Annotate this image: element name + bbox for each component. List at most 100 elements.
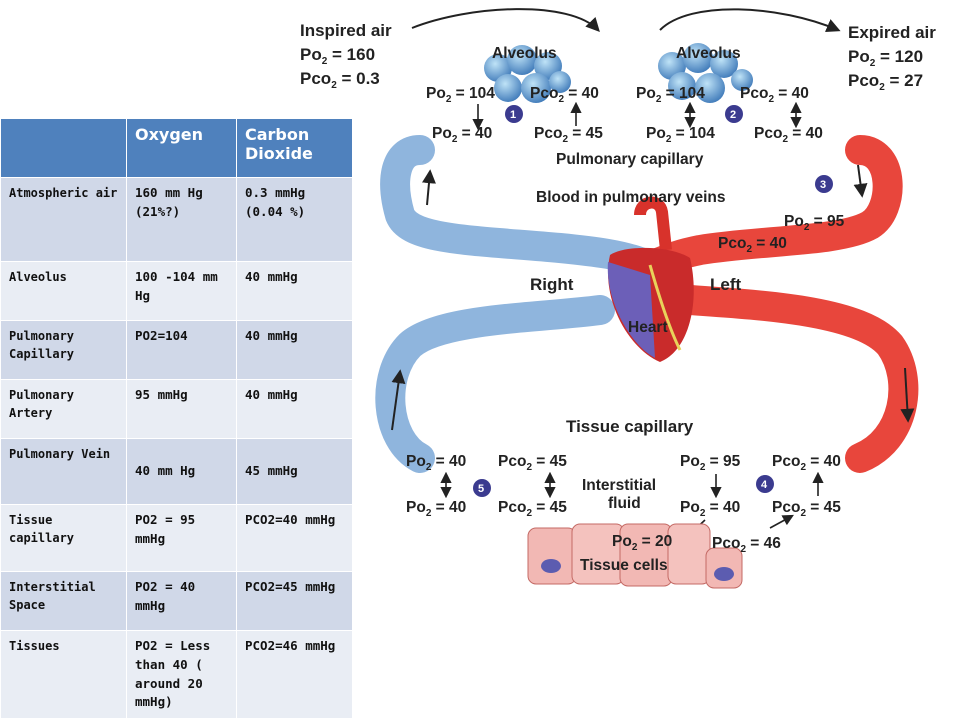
interstitial-right-pco2: Pco2 = 45 [772,499,841,519]
row-name: Pulmonary Capillary [0,320,127,380]
pulm-cap-in-pco2: Pco2 = 45 [534,125,603,145]
expired-air-block: Expired air Po2 = 120 Pco2 = 27 [848,23,936,93]
interstitial-values: Po2 = 40 Pco2 = 45 Po2 = 40 Pco2 = 45 [406,499,841,536]
alveolus-right-pco2: Pco2 = 40 [740,85,809,105]
header-carbon-dioxide: Carbon Dioxide [236,118,353,178]
oxygen-value: PO2 = 40 mmHg [126,571,237,631]
oxygen-value: 95 mmHg [126,379,237,439]
row-name: Alveolus [0,261,127,321]
table-row: Tissues PO2 = Less than 40 ( around 20 m… [0,630,353,719]
inspired-air-arrow [411,8,600,33]
flow-arrow-up-left-bottom [391,369,406,431]
inspired-pco2: Pco2 = 0.3 [300,69,380,91]
table-row: Pulmonary Vein 40 mm Hg 45 mmHg [0,438,353,505]
header-oxygen: Oxygen [126,118,237,178]
step-1: 1 [510,109,516,121]
flow-arrow-down-right-top [853,164,868,198]
co2-value: 40 mmHg [236,261,353,321]
interstitial-label-line1: Interstitial [582,477,656,494]
row-name: Pulmonary Artery [0,379,127,439]
interstitial-label-line2: fluid [608,495,641,512]
partial-pressure-table: Oxygen Carbon Dioxide Atmospheric air 16… [0,118,353,719]
right-ventricle-shape [607,262,655,358]
co2-value: 45 mmHg [236,438,353,505]
alveolus-left-label: Alveolus [492,45,557,62]
tissue-cap-left-po2: Po2 = 40 [406,453,466,473]
blood-vessels [375,135,919,473]
expired-air-arrow [659,8,841,33]
co2-value: 0.3 mmHg (0.04 %) [236,177,353,262]
step-badges: 1 2 3 4 5 [473,105,833,497]
interstitial-right-po2: Po2 = 40 [680,499,740,519]
row-name: Tissue capillary [0,504,127,572]
value: 0.3 [356,69,380,88]
co2-value: PCO2=45 mmHg [236,571,353,631]
tissue-cap-right-po2: Po2 = 95 [680,453,741,473]
value: 160 [347,45,375,64]
pulmonary-vein-values: Po2 = 95 Pco2 = 40 [718,213,845,255]
value: 27 [904,71,923,90]
row-name: Interstitial Space [0,571,127,631]
co2-value: PCO2=40 mmHg [236,504,353,572]
row-name: Tissues [0,630,127,719]
right-label: Right [530,275,574,294]
vein-pco2: Pco2 = 40 [718,235,787,255]
pulmonary-capillary-values: Po2 = 40 Pco2 = 45 Po2 = 104 Pco2 = 40 P… [432,125,823,168]
alveolus-right: Alveolus [658,43,753,103]
systemic-vessel-right [675,285,919,473]
inspired-air-block: Inspired air Po2 = 160 Pco2 = 0.3 [300,21,392,91]
oxygen-value: PO2=104 [126,320,237,380]
flow-arrow-down-right-bottom [900,367,915,423]
oxygen-value: PO2 = Less than 40 ( around 20 mmHg) [126,630,237,719]
interstitial-left-po2: Po2 = 40 [406,499,466,519]
vein-po2: Po2 = 95 [784,213,845,233]
coronary-vessel [648,264,682,351]
row-name: Atmospheric air [0,177,127,262]
air-arrows [411,8,841,33]
table-row: Atmospheric air 160 mm Hg (21%?) 0.3 mmH… [0,177,353,262]
tissue-po2: Po2 = 20 [612,533,672,553]
oxygen-value: 40 mm Hg [126,438,237,505]
po-symbol: Po [848,47,870,66]
pco-symbol: Pco [300,69,331,88]
tissue-capillary-label: Tissue capillary [566,417,694,436]
expired-po2: Po2 = 120 [848,47,923,69]
tissue-cap-left-pco2: Pco2 = 45 [498,453,567,473]
oxygen-value: PO2 = 95 mmHg [126,504,237,572]
tissue-pco2: Pco2 = 46 [712,535,781,555]
alveolus-values: Po2 = 104 Pco2 = 40 Po2 = 104 Pco2 = 40 [426,85,809,131]
value: 120 [895,47,923,66]
heart-label: Heart [628,319,668,336]
table-row: Tissue capillary PO2 = 95 mmHg PCO2=40 m… [0,504,353,572]
alveolus-left: Alveolus [484,45,571,103]
tissue-cells: Po2 = 20 Pco2 = 46 Tissue cells [527,523,781,589]
step-2: 2 [730,109,736,121]
co2-value: PCO2=46 mmHg [236,630,353,719]
subscript: 2 [322,56,328,67]
step-4: 4 [761,479,768,491]
inspired-po2: Po2 = 160 [300,45,375,67]
interstitial-left-pco2: Pco2 = 45 [498,499,567,519]
flow-arrows [391,164,915,431]
subscript: 2 [879,82,885,93]
tissue-capillary-values: Po2 = 40 Pco2 = 45 Po2 = 95 Pco2 = 40 [406,453,841,499]
expired-pco2: Pco2 = 27 [848,71,923,93]
alveolus-left-po2: Po2 = 104 [426,85,495,105]
aorta-shape [634,196,672,251]
pulmonary-vessel-left [380,135,655,277]
pulmonary-capillary-label: Pulmonary capillary [556,151,704,168]
subscript: 2 [870,58,876,69]
alveolus-right-label: Alveolus [676,45,741,62]
left-label: Left [710,275,742,294]
pulm-cap-out-pco2: Pco2 = 40 [754,125,823,145]
blood-in-pulmonary-veins-label: Blood in pulmonary veins [536,189,725,206]
po-symbol: Po [300,45,322,64]
step-3: 3 [820,179,826,191]
tissue-cells-label: Tissue cells [580,557,668,574]
table-row: Pulmonary Artery 95 mmHg 40 mmHg [0,379,353,439]
heart-illustration: Heart [607,196,694,362]
table-header-row: Oxygen Carbon Dioxide [0,118,353,178]
oxygen-value: 100 -104 mm Hg [126,261,237,321]
oxygen-value: 160 mm Hg (21%?) [126,177,237,262]
pulm-cap-out-po2: Po2 = 104 [646,125,715,145]
